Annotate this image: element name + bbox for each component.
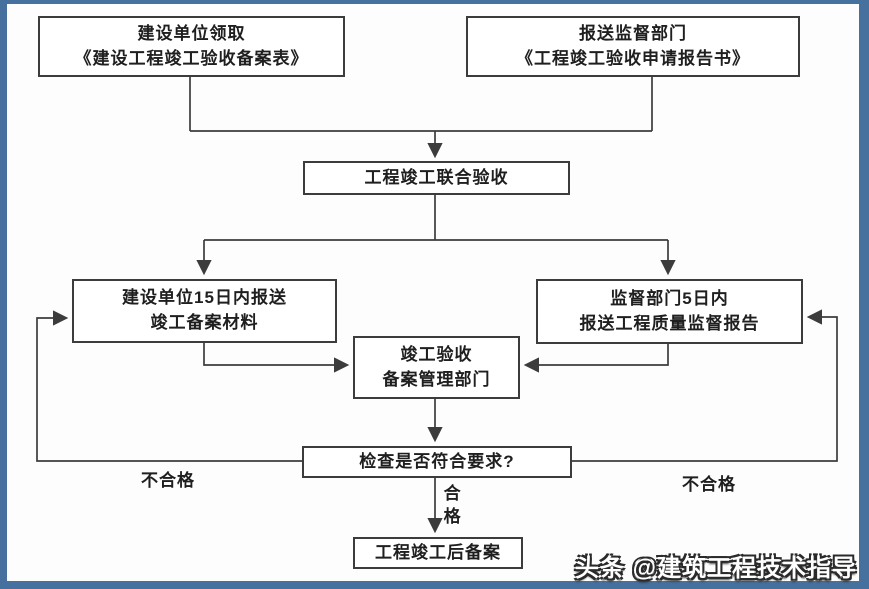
node-joint-acceptance: 工程竣工联合验收: [303, 161, 570, 195]
edge-fail-right-loop: [572, 309, 838, 462]
watermark: 头条 @建筑工程技术指导: [574, 555, 857, 582]
node-builder-submit-line1: 建设单位15日内报送: [122, 288, 287, 308]
node-builder-submit: 建设单位15日内报送 竣工备案材料: [72, 279, 337, 343]
edge-supervisor-to-filing: [523, 344, 669, 373]
node-receive-form-line2: 《建设工程竣工验收备案表》: [74, 48, 309, 68]
edge-label-fail-left: 不合格: [141, 471, 195, 490]
edge-label-fail-right: 不合格: [682, 475, 736, 494]
node-filing-department-line2: 备案管理部门: [382, 369, 491, 389]
node-submit-report-line1: 报送监督部门: [579, 23, 687, 43]
node-supervisor-submit-line2: 报送工程质量监督报告: [579, 313, 760, 333]
node-supervisor-submit-line1: 监督部门5日内: [610, 288, 729, 308]
node-receive-form: 建设单位领取 《建设工程竣工验收备案表》: [38, 16, 345, 77]
node-submit-report: 报送监督部门 《工程竣工验收申请报告书》: [466, 16, 800, 77]
node-builder-submit-line2: 竣工备案材料: [150, 313, 259, 332]
edge-top-merge: [189, 77, 653, 132]
node-filing-department-line1: 竣工验收: [400, 344, 473, 364]
node-check: 检查是否符合要求?: [302, 446, 572, 478]
edge-label-pass: 合格: [443, 484, 462, 526]
node-final-filing-line1: 工程竣工后备案: [375, 542, 501, 562]
node-receive-form-line1: 建设单位领取: [137, 23, 246, 43]
node-final-filing: 工程竣工后备案: [353, 537, 523, 569]
node-filing-department: 竣工验收 备案管理部门: [353, 336, 520, 399]
edge-fail-left-loop: [36, 310, 302, 462]
node-submit-report-line2: 《工程竣工验收申请报告书》: [516, 48, 750, 68]
edge-builder-to-filing: [203, 343, 350, 373]
node-check-line1: 检查是否符合要求?: [359, 451, 515, 471]
node-joint-acceptance-line1: 工程竣工联合验收: [364, 167, 509, 187]
node-supervisor-submit: 监督部门5日内 报送工程质量监督报告: [536, 279, 803, 344]
edge-split: [204, 195, 668, 241]
